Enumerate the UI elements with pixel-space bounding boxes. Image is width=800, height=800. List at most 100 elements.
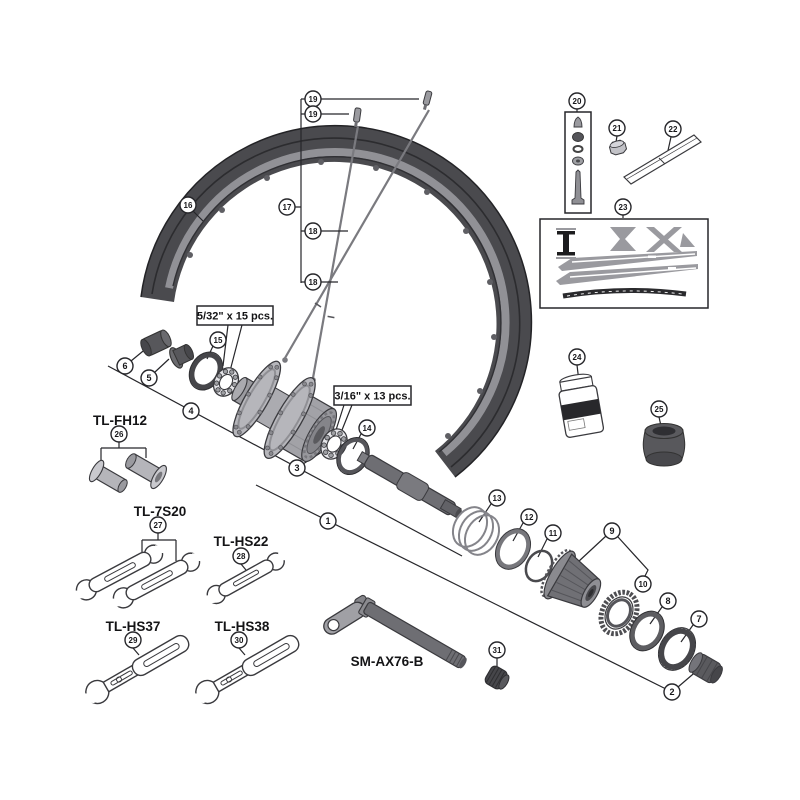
- svg-text:29: 29: [129, 636, 138, 645]
- tubeless-valve-kit: [564, 111, 592, 214]
- tl-fh12-adapter-left: [88, 459, 128, 493]
- part-callout-11: 11: [544, 524, 562, 542]
- lock-nut-cone: [169, 344, 195, 369]
- part-callout-18-a: 18: [304, 222, 322, 240]
- part-callout-26: 26: [110, 425, 128, 443]
- svg-text:25: 25: [655, 405, 664, 414]
- left-end-cap: [140, 329, 172, 357]
- part-callout-17: 17: [278, 198, 296, 216]
- spokes: [284, 109, 430, 379]
- part-callout-22: 22: [664, 120, 682, 138]
- part-callout-31: 31: [488, 641, 506, 659]
- svg-text:18: 18: [309, 278, 318, 287]
- decal-stripe2: [556, 264, 698, 285]
- label-sm-ax76-b: SM-AX76-B: [351, 654, 424, 669]
- right-end-cap: [688, 652, 723, 684]
- tl-7s20-wrench-right: [106, 552, 208, 609]
- decal-x-bar2: [646, 227, 682, 252]
- svg-text:5: 5: [146, 373, 151, 383]
- part-callout-8: 8: [659, 592, 677, 610]
- part-callout-18-b: 18: [304, 273, 322, 291]
- spoke-nipple-left: [353, 107, 362, 128]
- decal-rim-strip: [562, 287, 687, 299]
- svg-text:15: 15: [214, 336, 223, 345]
- part-callout-10: 10: [634, 575, 652, 593]
- washer: [629, 610, 665, 652]
- svg-text:11: 11: [549, 529, 558, 538]
- svg-text:9: 9: [609, 526, 614, 536]
- tl-hs37-tool: [78, 634, 190, 705]
- svg-text:10: 10: [639, 580, 648, 589]
- svg-text:16: 16: [184, 201, 193, 210]
- tl-hs22-wrench: [200, 551, 293, 605]
- left-ball-retainer: [212, 367, 240, 397]
- decal-triangle: [680, 233, 695, 247]
- svg-text:26: 26: [115, 430, 124, 439]
- label-tl-hs38: TL-HS38: [215, 619, 270, 634]
- label-tl-hs37: TL-HS37: [106, 619, 161, 634]
- spacer-ring: [494, 528, 532, 570]
- rim-tape: [623, 134, 702, 185]
- part-callout-14: 14: [358, 419, 376, 437]
- freehub-body: [540, 548, 602, 608]
- label-tl-hs22: TL-HS22: [214, 534, 269, 549]
- part-callout-4: 4: [182, 402, 200, 420]
- part-callout-28: 28: [232, 547, 250, 565]
- hub-body: [231, 360, 338, 463]
- part-callout-7: 7: [690, 610, 708, 628]
- part-callout-25: 25: [650, 400, 668, 418]
- part-callout-13: 13: [488, 489, 506, 507]
- valve-cap: [608, 139, 628, 156]
- tl-7s20-wrench-left: [69, 544, 171, 601]
- tl-fh12-adapter-right: [125, 453, 167, 490]
- part-callout-19-b: 19: [304, 105, 322, 123]
- svg-text:20: 20: [573, 97, 582, 106]
- spoke-cross-marks: [314, 302, 335, 319]
- spoke-nipple-right: [422, 90, 433, 111]
- note-right-bearing: 3/16" x 13 pcs.: [333, 385, 412, 406]
- svg-text:27: 27: [154, 521, 163, 530]
- valve-dome: [572, 132, 584, 142]
- axle-end-nut: [484, 665, 510, 690]
- svg-text:7: 7: [696, 614, 701, 624]
- svg-text:6: 6: [122, 361, 127, 371]
- hub-flange-left-holes: [233, 364, 280, 435]
- hub-flange-right-holes: [265, 381, 314, 456]
- svg-text:8: 8: [665, 596, 670, 606]
- note-right-bearing-text: 3/16" x 13 pcs.: [334, 391, 410, 403]
- hub-axle: [356, 450, 462, 519]
- part-callout-24: 24: [568, 348, 586, 366]
- coil-spring: [451, 506, 501, 556]
- svg-text:30: 30: [235, 636, 244, 645]
- svg-text:3: 3: [294, 463, 299, 473]
- right-seal-ring: [657, 627, 697, 671]
- svg-text:23: 23: [619, 203, 628, 212]
- label-tl-7s20: TL-7S20: [134, 504, 187, 519]
- svg-text:28: 28: [237, 552, 246, 561]
- ratchet-ring: [598, 589, 640, 637]
- rubber-grommet: [642, 422, 686, 467]
- svg-text:18: 18: [309, 227, 318, 236]
- svg-text:24: 24: [573, 353, 582, 362]
- part-callout-6: 6: [116, 357, 134, 375]
- rim: [140, 124, 533, 478]
- svg-text:14: 14: [363, 424, 372, 433]
- part-callout-23: 23: [614, 198, 632, 216]
- spoke-left: [311, 125, 360, 379]
- svg-text:13: 13: [493, 494, 502, 503]
- part-callout-27: 27: [149, 516, 167, 534]
- svg-text:19: 19: [309, 110, 318, 119]
- svg-text:2: 2: [669, 687, 674, 697]
- rim-spoke-holes: [187, 159, 497, 439]
- svg-text:31: 31: [493, 646, 502, 655]
- svg-text:19: 19: [309, 95, 318, 104]
- svg-text:17: 17: [283, 203, 292, 212]
- part-callout-21: 21: [608, 119, 626, 137]
- part-callout-19-a: 19: [304, 90, 322, 108]
- part-callout-1: 1: [319, 512, 337, 530]
- decal-set-box: [539, 218, 709, 309]
- spoke-right: [284, 109, 430, 359]
